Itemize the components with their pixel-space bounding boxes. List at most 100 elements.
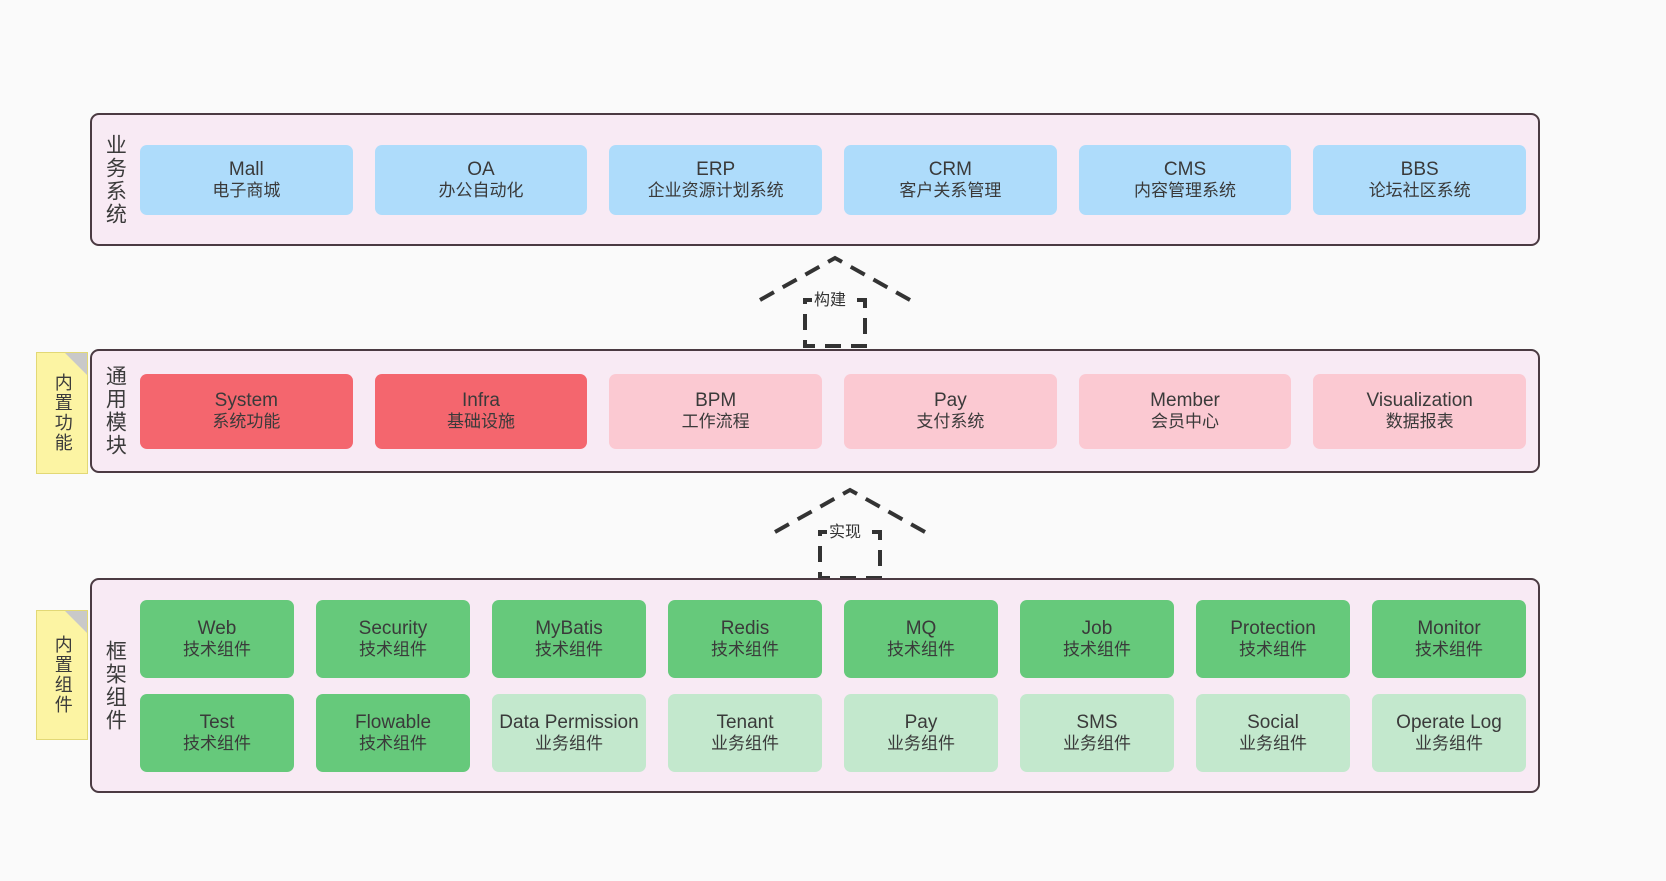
node-test-en: Test	[199, 711, 235, 733]
node-oa-en: OA	[467, 158, 495, 180]
node-oa[interactable]: OA 办公自动化	[374, 144, 588, 215]
sticky-note-builtin-components-label: 内置组件	[52, 635, 73, 715]
node-social-en: Social	[1247, 711, 1299, 733]
node-member-en: Member	[1150, 390, 1220, 412]
layer-business-system-body: Mall 电子商城 OA 办公自动化 ERP 企业资源计划系统 CRM 客户关系…	[136, 115, 1538, 244]
node-mall[interactable]: Mall 电子商城	[140, 144, 353, 215]
node-mall-cn: 电子商城	[212, 180, 281, 200]
layer-common-modules: 通用模块 System 系统功能 Infra 基础设施 BPM 工作流程 Pay…	[90, 349, 1540, 473]
node-visualization[interactable]: Visualization 数据报表	[1313, 373, 1527, 449]
node-operate-log-cn: 业务组件	[1415, 733, 1483, 753]
node-visualization-cn: 数据报表	[1385, 412, 1454, 432]
node-web-en: Web	[197, 617, 237, 639]
connector-implement-label: 实现	[827, 518, 864, 542]
node-erp[interactable]: ERP 企业资源计划系统	[609, 144, 823, 215]
sticky-fold-corner-icon	[65, 353, 87, 375]
node-crm-en: CRM	[928, 158, 972, 180]
layer-common-modules-title: 通用模块	[103, 365, 127, 457]
node-bbs-cn: 论坛社区系统	[1368, 180, 1471, 200]
node-data-permission-en: Data Permission	[499, 711, 639, 733]
business-system-row: Mall 电子商城 OA 办公自动化 ERP 企业资源计划系统 CRM 客户关系…	[140, 144, 1527, 215]
node-security[interactable]: Security 技术组件	[316, 599, 470, 678]
node-data-permission[interactable]: Data Permission 业务组件	[492, 693, 646, 772]
sticky-note-builtin-features: 内置功能	[36, 352, 88, 474]
node-mq-cn: 技术组件	[887, 639, 955, 659]
common-modules-row: System 系统功能 Infra 基础设施 BPM 工作流程 Pay 支付系统…	[140, 373, 1527, 449]
node-mybatis-cn: 技术组件	[535, 639, 603, 659]
node-job[interactable]: Job 技术组件	[1020, 599, 1174, 678]
node-pay-component-en: Pay	[904, 711, 938, 733]
node-operate-log-en: Operate Log	[1396, 711, 1502, 733]
framework-components-row-business: Test 技术组件 Flowable 技术组件 Data Permission …	[140, 693, 1526, 772]
layer-framework-components-body: Web 技术组件 Security 技术组件 MyBatis 技术组件 Redi…	[136, 580, 1538, 791]
node-flowable[interactable]: Flowable 技术组件	[316, 693, 470, 772]
node-operate-log[interactable]: Operate Log 业务组件	[1372, 693, 1526, 772]
node-web-cn: 技术组件	[183, 639, 251, 659]
node-pay-module[interactable]: Pay 支付系统	[844, 373, 1057, 449]
node-tenant-cn: 业务组件	[711, 733, 779, 753]
sticky-note-builtin-features-label: 内置功能	[52, 373, 73, 453]
layer-framework-components-title: 框架组件	[103, 639, 127, 732]
sticky-fold-corner-icon	[65, 611, 87, 633]
node-bbs-en: BBS	[1400, 158, 1439, 180]
node-infra-en: Infra	[461, 390, 501, 412]
node-monitor[interactable]: Monitor 技术组件	[1372, 599, 1526, 678]
connector-implement-arrow-icon	[774, 487, 926, 580]
node-bpm-cn: 工作流程	[681, 412, 750, 432]
node-social-cn: 业务组件	[1239, 733, 1307, 753]
node-security-cn: 技术组件	[359, 639, 427, 659]
layer-framework-components: 框架组件 Web 技术组件 Security 技术组件 MyBatis 技术组件…	[90, 578, 1540, 793]
node-test[interactable]: Test 技术组件	[140, 693, 294, 772]
node-pay-module-en: Pay	[933, 390, 967, 412]
node-member[interactable]: Member 会员中心	[1078, 373, 1292, 449]
node-cms[interactable]: CMS 内容管理系统	[1078, 144, 1292, 215]
node-mybatis[interactable]: MyBatis 技术组件	[492, 599, 646, 678]
node-protection-cn: 技术组件	[1239, 639, 1307, 659]
connector-build-label: 构建	[812, 286, 849, 310]
node-cms-en: CMS	[1163, 158, 1207, 180]
node-crm-cn: 客户关系管理	[899, 180, 1002, 200]
layer-business-system: 业务系统 Mall 电子商城 OA 办公自动化 ERP 企业资源计划系统 CRM…	[90, 113, 1540, 246]
node-system-en: System	[214, 390, 279, 412]
node-flowable-cn: 技术组件	[359, 733, 427, 753]
node-system[interactable]: System 系统功能	[140, 373, 353, 449]
node-bbs[interactable]: BBS 论坛社区系统	[1313, 144, 1527, 215]
node-mq-en: MQ	[905, 617, 937, 639]
node-mybatis-en: MyBatis	[535, 617, 603, 639]
connector-build-arrow-icon	[759, 255, 911, 348]
node-redis-en: Redis	[720, 617, 770, 639]
layer-common-modules-body: System 系统功能 Infra 基础设施 BPM 工作流程 Pay 支付系统…	[136, 351, 1538, 471]
node-mq[interactable]: MQ 技术组件	[844, 599, 998, 678]
framework-components-row-tech: Web 技术组件 Security 技术组件 MyBatis 技术组件 Redi…	[140, 599, 1526, 678]
node-monitor-en: Monitor	[1417, 617, 1481, 639]
node-pay-component-cn: 业务组件	[887, 733, 955, 753]
node-system-cn: 系统功能	[212, 412, 281, 432]
node-pay-module-cn: 支付系统	[916, 412, 985, 432]
node-protection-en: Protection	[1230, 617, 1316, 639]
node-member-cn: 会员中心	[1151, 412, 1220, 432]
node-data-permission-cn: 业务组件	[535, 733, 603, 753]
node-protection[interactable]: Protection 技术组件	[1196, 599, 1350, 678]
node-bpm[interactable]: BPM 工作流程	[609, 373, 823, 449]
node-web[interactable]: Web 技术组件	[140, 599, 294, 678]
node-mall-en: Mall	[228, 158, 264, 180]
node-tenant[interactable]: Tenant 业务组件	[668, 693, 822, 772]
node-redis-cn: 技术组件	[711, 639, 779, 659]
node-sms-en: SMS	[1076, 711, 1118, 733]
node-security-en: Security	[358, 617, 428, 639]
node-cms-cn: 内容管理系统	[1134, 180, 1237, 200]
node-pay-component[interactable]: Pay 业务组件	[844, 693, 998, 772]
node-redis[interactable]: Redis 技术组件	[668, 599, 822, 678]
node-flowable-en: Flowable	[354, 711, 432, 733]
node-social[interactable]: Social 业务组件	[1196, 693, 1350, 772]
node-job-cn: 技术组件	[1063, 639, 1131, 659]
node-sms[interactable]: SMS 业务组件	[1020, 693, 1174, 772]
node-tenant-en: Tenant	[716, 711, 774, 733]
connector-implement: 实现	[765, 482, 935, 582]
layer-business-system-title: 业务系统	[103, 133, 127, 226]
node-infra-cn: 基础设施	[447, 412, 515, 432]
node-infra[interactable]: Infra 基础设施	[374, 373, 588, 449]
node-test-cn: 技术组件	[183, 733, 251, 753]
node-crm[interactable]: CRM 客户关系管理	[844, 144, 1057, 215]
